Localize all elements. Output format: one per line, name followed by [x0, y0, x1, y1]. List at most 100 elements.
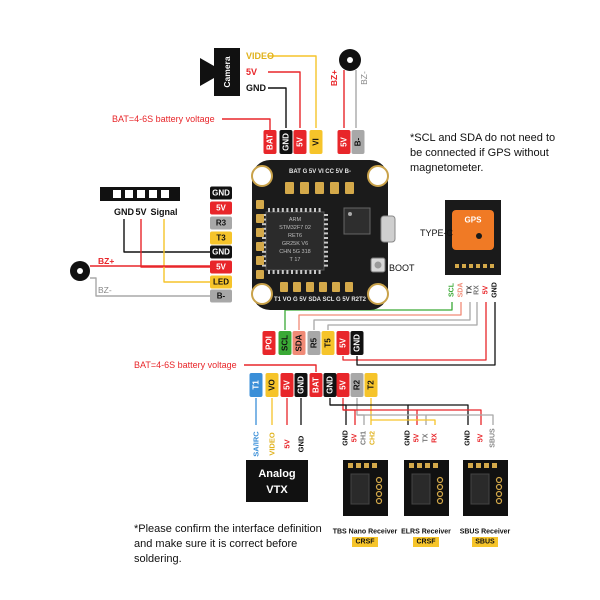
left-solder-pad-5	[256, 270, 264, 279]
left-pad-5-label: 5V	[216, 263, 226, 272]
top-solder-pad-4	[345, 182, 354, 194]
mount-ring-3	[367, 283, 389, 305]
left-pad-0-label: GND	[212, 189, 230, 198]
bottom-pad-2: SDA	[292, 331, 306, 355]
receiver-hole	[495, 476, 503, 484]
receiver-hole	[436, 490, 444, 498]
chip-pin	[262, 250, 266, 253]
left-solder-pad-2	[256, 228, 264, 237]
top-pad-0-bg	[263, 130, 277, 154]
vtx-row-pad-3: GND	[294, 373, 308, 397]
bat-label-top: BAT=4-6S battery voltage	[112, 114, 215, 124]
left-pad-5-bg	[210, 260, 232, 274]
chip-pin	[324, 237, 328, 239]
left-pad-7-bg	[210, 289, 232, 303]
receiver-hole	[436, 497, 444, 505]
top-pad-3: VI	[309, 130, 323, 154]
led-wire-gnd	[123, 219, 210, 253]
confirm-note: *Please confirm the interface definition…	[134, 523, 322, 565]
vtx-row-pad-0-label: T1	[252, 380, 261, 390]
vtx-row-pad-7: R2	[350, 373, 364, 397]
mount-hole-1	[368, 166, 388, 186]
left-solder-pad-3	[256, 242, 264, 251]
camera-label: Camera	[222, 56, 232, 87]
buzzer-top-hole	[347, 57, 353, 63]
bottom-pad-6-bg	[350, 331, 364, 355]
left-pad-0: GND	[210, 186, 232, 200]
chip-pin	[324, 214, 328, 216]
receiver-2	[463, 460, 508, 516]
top-pad-4: 5V	[337, 130, 351, 154]
chip-text-2: RET6	[288, 233, 302, 239]
left-pad-4-label: GND	[212, 248, 230, 257]
chip-pin	[318, 208, 321, 212]
top-pad-4-bg	[337, 130, 351, 154]
receiver-pin-pad	[417, 463, 422, 468]
bottom-pad-2-label: SDA	[295, 334, 304, 351]
bottom-pad-5: 5V	[336, 331, 350, 355]
vtx-row-pad-1-label: VO	[268, 379, 277, 391]
top-pad-0: BAT	[263, 130, 277, 154]
led-1	[125, 190, 133, 198]
chip-pin	[324, 241, 328, 244]
camera-lens	[200, 58, 214, 86]
camera-wire-0	[268, 55, 317, 128]
gps-pin-4	[483, 264, 487, 268]
vtx-title-1: Analog	[258, 468, 295, 480]
chip-pin	[286, 270, 289, 274]
led-strip	[100, 187, 180, 201]
chip-pin	[324, 246, 328, 249]
vtx-row-pad-7-bg	[350, 373, 364, 397]
bottom-pad-6: GND	[350, 331, 364, 355]
left-pad-6-label: LED	[213, 278, 229, 287]
chip-pin	[281, 208, 284, 212]
left-pad-2: R3	[210, 216, 232, 230]
rx0-5v	[342, 398, 356, 425]
rx2-sbus	[426, 414, 494, 425]
bat-wire-mid	[244, 364, 317, 372]
rx0-ch1	[356, 398, 365, 425]
chip-pin	[262, 223, 266, 226]
gps-pin-0	[455, 264, 459, 268]
top-solder-pad-3	[330, 182, 339, 194]
bottom-pad-0-bg	[262, 331, 276, 355]
receiver-2-pin-2: SBUS	[490, 428, 497, 448]
vtx-pin-1: VIDEO	[268, 432, 277, 456]
gps-note: *SCL and SDA do not need to be connected…	[410, 132, 556, 174]
left-pad-3-bg	[210, 231, 232, 245]
boot-label: BOOT	[389, 263, 415, 273]
led-4	[161, 190, 169, 198]
bottom-solder-pad-3	[319, 282, 327, 292]
chip-pin	[262, 241, 266, 244]
left-pad-4: GND	[210, 245, 232, 259]
left-pad-1: 5V	[210, 201, 232, 215]
chip-pin	[295, 270, 298, 274]
gps-pin-label-1: SDA	[458, 283, 465, 298]
chip-pin	[286, 208, 289, 212]
chip-pin	[262, 255, 266, 258]
vtx-row-pad-6-label: 5V	[339, 379, 348, 389]
bottom-pad-1: SCL	[278, 331, 292, 355]
gps-module: GPS	[445, 200, 501, 275]
led-wire-5v	[140, 219, 210, 268]
chip-pin	[272, 208, 275, 212]
chip-pin	[309, 270, 312, 274]
receiver-name-2: SBUS Receiver	[460, 529, 511, 536]
receiver-chip-1	[411, 473, 431, 505]
gps-wire-sda	[298, 302, 462, 330]
mcu-chip	[265, 211, 325, 271]
left-pad-2-label: R3	[216, 219, 227, 228]
buzzer-left-wire-neg	[90, 277, 210, 297]
top-solder-pad-2	[315, 182, 324, 194]
chip-pin	[281, 270, 284, 274]
chip-text-1: STM32F7 02	[279, 225, 311, 231]
gps-wire-gnd	[356, 302, 496, 366]
receiver-protocol-bg-2	[472, 537, 498, 547]
rx2-5v	[417, 409, 482, 425]
bottom-pad-1-bg	[278, 331, 292, 355]
top-pad-1-bg	[279, 130, 293, 154]
receiver-0-pin-2: CH1	[361, 431, 368, 445]
receiver-hole	[436, 476, 444, 484]
